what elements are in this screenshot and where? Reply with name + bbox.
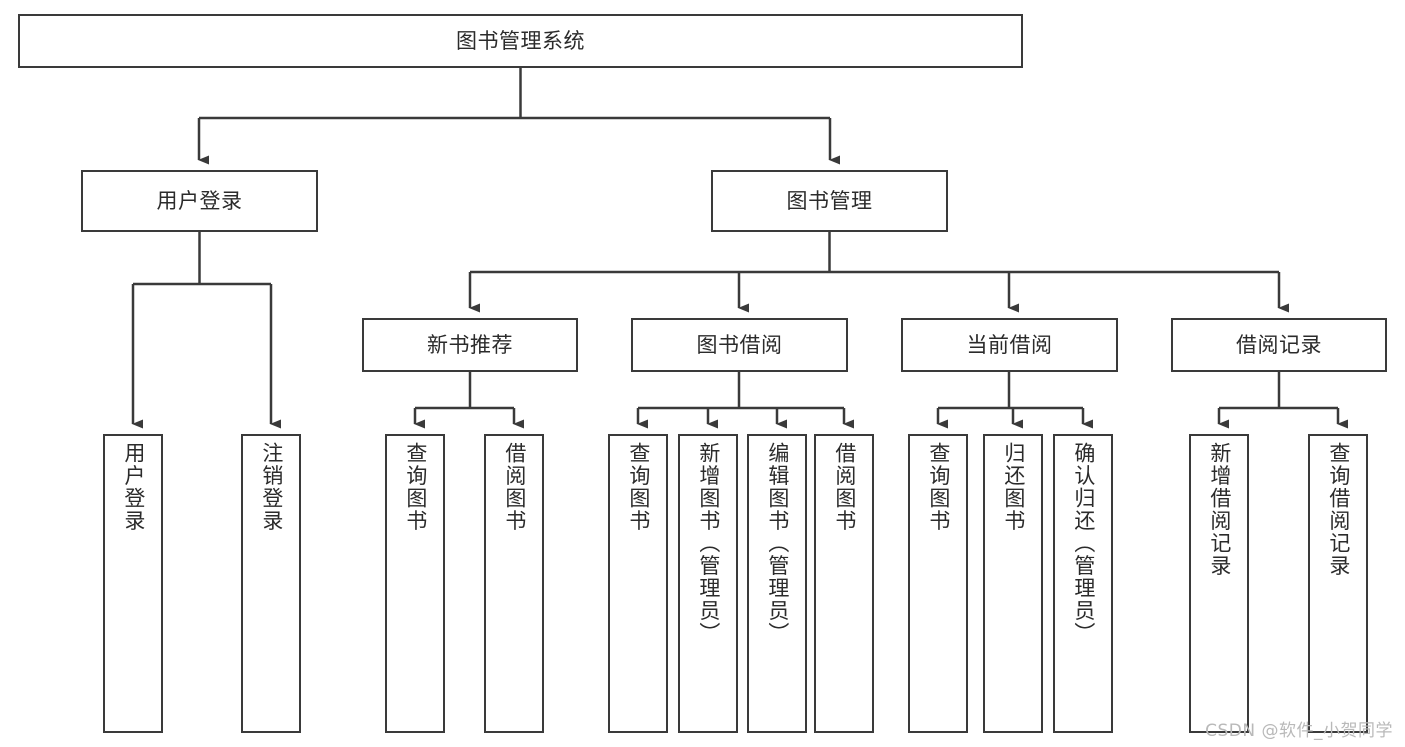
node-leaf-user-login-label: 用户登录 xyxy=(121,442,146,532)
node-leaf-query-book-3-label: 查询图书 xyxy=(926,442,951,532)
node-leaf-return-book[interactable]: 归还图书 xyxy=(983,434,1043,733)
node-leaf-query-book-1-label: 查询图书 xyxy=(403,442,428,532)
node-new-book-rec[interactable]: 新书推荐 xyxy=(362,318,578,372)
node-leaf-user-login[interactable]: 用户登录 xyxy=(103,434,163,733)
node-current-borrow-label: 当前借阅 xyxy=(966,332,1053,357)
node-book-borrow[interactable]: 图书借阅 xyxy=(631,318,848,372)
node-root-label: 图书管理系统 xyxy=(456,28,585,53)
node-leaf-query-book-2[interactable]: 查询图书 xyxy=(608,434,668,733)
node-user-login[interactable]: 用户登录 xyxy=(81,170,318,232)
node-leaf-confirm-return-label: 确认归还（管理员） xyxy=(1071,442,1096,645)
node-new-book-rec-label: 新书推荐 xyxy=(427,332,513,357)
node-leaf-add-book[interactable]: 新增图书（管理员） xyxy=(678,434,738,733)
node-book-borrow-label: 图书借阅 xyxy=(696,332,783,357)
node-leaf-borrow-book-2[interactable]: 借阅图书 xyxy=(814,434,874,733)
node-leaf-query-book-2-label: 查询图书 xyxy=(626,442,651,532)
node-borrow-record-label: 借阅记录 xyxy=(1236,332,1322,357)
node-leaf-user-logout[interactable]: 注销登录 xyxy=(241,434,301,733)
node-book-manage[interactable]: 图书管理 xyxy=(711,170,948,232)
node-current-borrow[interactable]: 当前借阅 xyxy=(901,318,1118,372)
node-leaf-return-book-label: 归还图书 xyxy=(1001,442,1026,532)
node-borrow-record[interactable]: 借阅记录 xyxy=(1171,318,1387,372)
node-leaf-borrow-book-1-label: 借阅图书 xyxy=(502,442,527,532)
node-leaf-query-book-1[interactable]: 查询图书 xyxy=(385,434,445,733)
node-user-login-label: 用户登录 xyxy=(156,188,243,213)
node-book-manage-label: 图书管理 xyxy=(786,188,873,213)
node-leaf-add-record[interactable]: 新增借阅记录 xyxy=(1189,434,1249,733)
node-leaf-query-book-3[interactable]: 查询图书 xyxy=(908,434,968,733)
node-leaf-borrow-book-2-label: 借阅图书 xyxy=(832,442,857,532)
node-leaf-add-book-label: 新增图书（管理员） xyxy=(696,442,721,645)
node-root[interactable]: 图书管理系统 xyxy=(18,14,1023,68)
node-leaf-add-record-label: 新增借阅记录 xyxy=(1207,442,1232,577)
node-leaf-user-logout-label: 注销登录 xyxy=(259,442,284,532)
node-leaf-query-record-label: 查询借阅记录 xyxy=(1326,442,1351,577)
watermark: CSDN @软件_小贺同学 xyxy=(1205,721,1393,741)
node-leaf-borrow-book-1[interactable]: 借阅图书 xyxy=(484,434,544,733)
node-leaf-edit-book-label: 编辑图书（管理员） xyxy=(765,442,790,645)
node-leaf-edit-book[interactable]: 编辑图书（管理员） xyxy=(747,434,807,733)
node-leaf-query-record[interactable]: 查询借阅记录 xyxy=(1308,434,1368,733)
node-leaf-confirm-return[interactable]: 确认归还（管理员） xyxy=(1053,434,1113,733)
